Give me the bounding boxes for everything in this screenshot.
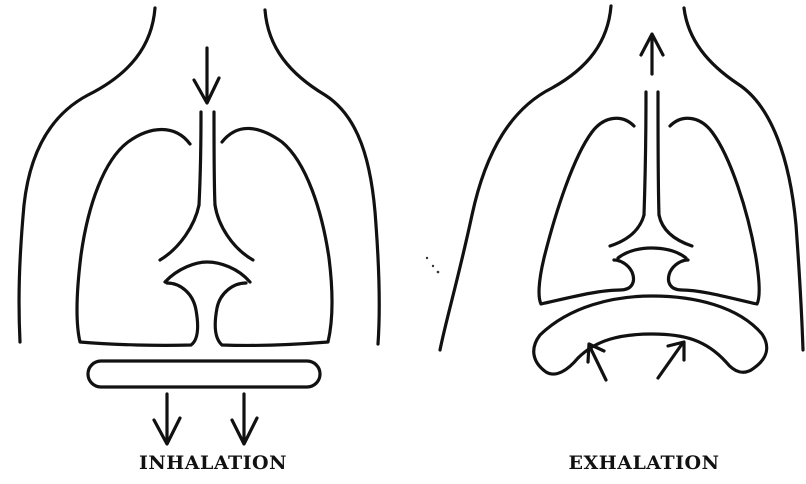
exhalation-panel xyxy=(440,6,803,380)
inhalation-caption: INHALATION xyxy=(139,452,287,474)
inhalation-bronchus-right xyxy=(215,205,253,260)
exhalation-torso-left-outline xyxy=(440,6,611,350)
inhalation-diaphragm-down-arrow-icon xyxy=(154,394,180,444)
inhalation-diaphragm-down-arrow-icon xyxy=(232,394,257,444)
inhalation-panel xyxy=(19,8,379,444)
exhalation-left-lung xyxy=(539,118,634,304)
inhalation-trachea-right xyxy=(214,112,215,205)
exhalation-air-out-arrow-icon xyxy=(641,34,663,74)
exhalation-bronchus-right xyxy=(659,215,692,246)
exhalation-diaphragm-up-arrow-icon xyxy=(658,342,684,378)
exhalation-diaphragm xyxy=(534,296,767,374)
exhalation-caption: EXHALATION xyxy=(569,452,720,474)
exhalation-bronchus-left xyxy=(610,215,644,246)
inhalation-bronchus-inner xyxy=(165,262,250,282)
exhalation-bronchus-inner xyxy=(618,248,686,258)
inhalation-torso-right-outline xyxy=(265,10,379,344)
exhalation-torso-right-outline xyxy=(684,8,803,350)
inhalation-trachea-left xyxy=(199,112,201,205)
exhalation-trachea-right xyxy=(658,92,659,215)
inhalation-diaphragm xyxy=(88,361,320,387)
inhalation-right-lung xyxy=(215,128,332,345)
inhalation-torso-left-outline xyxy=(19,8,155,342)
scan-speck-marks xyxy=(426,257,440,274)
inhalation-bronchus-left xyxy=(160,205,199,260)
inhalation-air-in-arrow-icon xyxy=(194,48,219,103)
exhalation-diaphragm-up-arrow-icon xyxy=(588,344,606,380)
exhalation-trachea-left xyxy=(644,92,646,215)
inhalation-left-lung xyxy=(77,130,197,346)
exhalation-right-lung xyxy=(669,118,760,304)
